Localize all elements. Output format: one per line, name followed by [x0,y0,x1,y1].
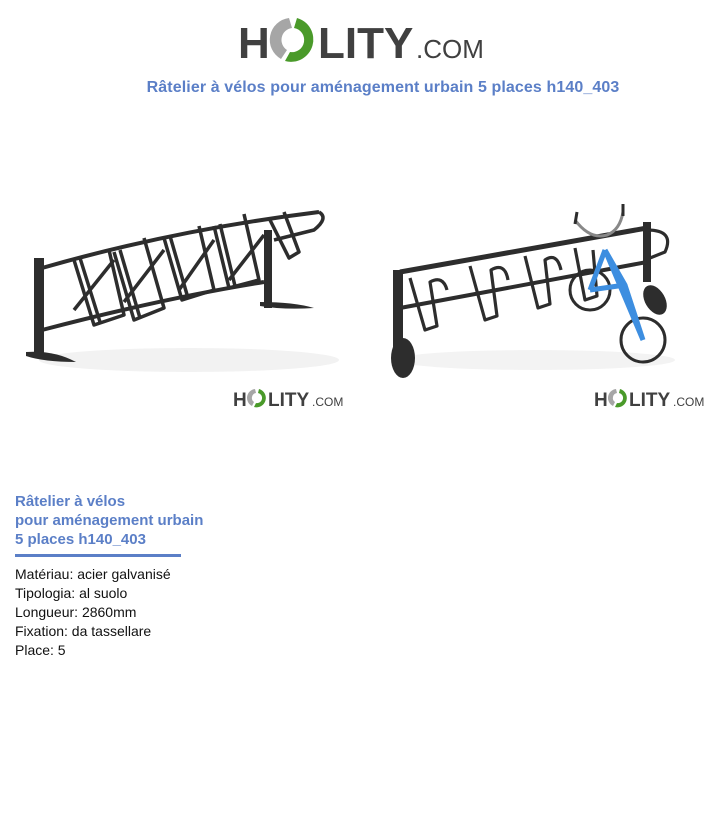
svg-text:LITY: LITY [268,390,309,410]
spec-fixation: Fixation: da tassellare [15,623,152,639]
bike-rack-with-bicycle-illustration [391,204,675,378]
svg-text:H: H [233,390,247,410]
heading-underline-divider [15,554,181,557]
svg-text:LITY: LITY [318,19,413,68]
holity-logo-graphic: H LITY .COM [238,18,484,68]
svg-text:.COM: .COM [673,395,704,409]
product-specs-list: Matériau: acier galvanisé Tipologia: al … [15,565,171,660]
product-heading-line-3: 5 places h140_403 [15,531,146,548]
product-heading-line-1: Râtelier à vélos [15,493,126,510]
product-photo-rack-with-bike[interactable] [375,190,715,415]
spec-length: Longueur: 2860mm [15,604,137,620]
holity-watermark-logo: H LITY .COM [594,389,704,411]
svg-text:H: H [594,390,608,410]
product-heading: Râtelier à vélos pour aménagement urbain… [15,492,203,549]
svg-text:.COM: .COM [312,395,343,409]
product-photo-rack[interactable] [14,190,349,415]
spec-typology: Tipologia: al suolo [15,585,128,601]
holity-logo[interactable]: H LITY .COM [238,12,488,68]
spec-material: Matériau: acier galvanisé [15,566,171,582]
logo-ring-icon [269,18,314,62]
svg-text:H: H [238,19,270,68]
bicycle [568,204,667,364]
photo-watermark-1: H LITY .COM [233,386,351,415]
spec-places: Place: 5 [15,642,66,658]
svg-text:.COM: .COM [416,34,484,64]
svg-text:LITY: LITY [629,390,670,410]
bike-rack-illustration [26,210,339,372]
holity-watermark-logo: H LITY .COM [233,389,343,411]
page-title: Râtelier à vélos pour aménagement urbain… [146,79,620,96]
photo-watermark-2: H LITY .COM [594,386,712,415]
product-heading-line-2: pour aménagement urbain [15,512,204,529]
